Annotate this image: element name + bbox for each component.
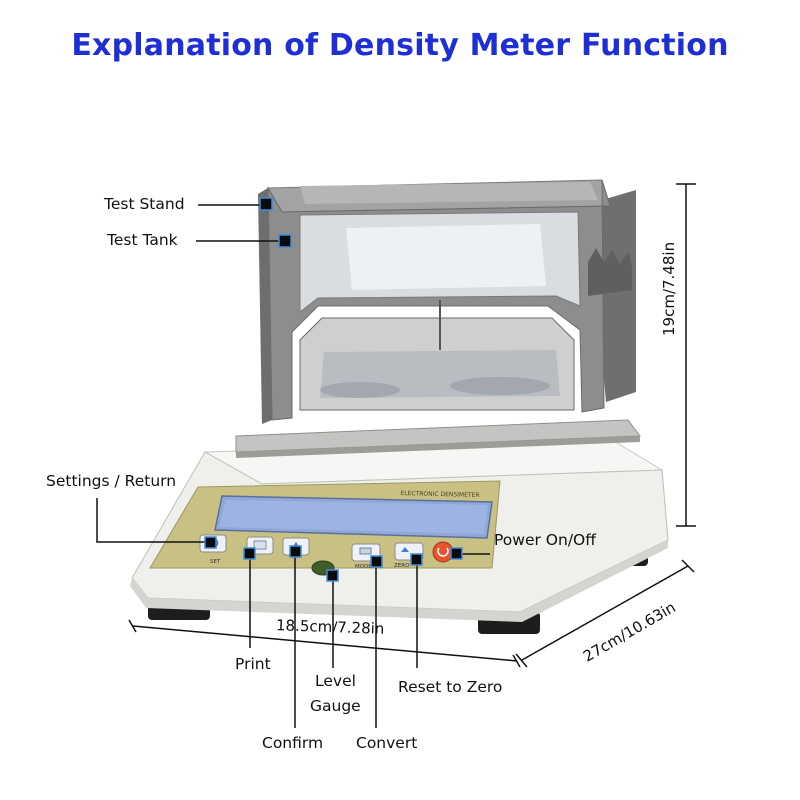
test-tank-marker <box>278 234 292 248</box>
zero-key-text: ZERO <box>394 563 410 569</box>
callout-markers <box>204 197 463 582</box>
mode-key-text: MODE <box>355 564 372 570</box>
convert-marker <box>370 555 383 568</box>
dimension-width: 18.5cm/7.28in <box>275 616 385 638</box>
panel-brand-text: ELECTRONIC DENSIMETER <box>400 490 479 499</box>
mode-icon <box>359 547 372 555</box>
page-title: Explanation of Density Meter Function <box>71 28 729 63</box>
label-level-gauge-1: Level <box>315 672 356 690</box>
level-gauge-marker <box>326 569 339 582</box>
label-settings-return: Settings / Return <box>46 472 177 490</box>
label-convert: Convert <box>356 734 418 752</box>
dimension-height: 19cm/7.48in <box>660 241 678 336</box>
label-test-stand: Test Stand <box>104 195 185 213</box>
label-test-tank: Test Tank <box>107 231 178 249</box>
label-level-gauge-2: Gauge <box>310 697 361 715</box>
callout-lines <box>96 204 490 728</box>
power-marker <box>450 547 463 560</box>
printer-icon <box>253 540 267 550</box>
label-print: Print <box>235 655 271 673</box>
weighing-plate <box>235 419 641 458</box>
set-key-text: SET <box>210 559 221 565</box>
label-confirm: Confirm <box>262 734 324 752</box>
label-power: Power On/Off <box>494 531 596 549</box>
power-button[interactable] <box>432 541 454 563</box>
zero-icon <box>401 547 409 552</box>
dimension-lines <box>128 183 696 668</box>
test-stand-marker <box>259 197 273 211</box>
label-reset-zero: Reset to Zero <box>398 678 503 696</box>
power-icon <box>437 547 449 557</box>
test-stand-frame <box>258 179 636 424</box>
settings-marker <box>204 536 217 549</box>
reset-marker <box>410 553 423 566</box>
confirm-marker <box>289 545 302 558</box>
print-marker <box>243 547 256 560</box>
